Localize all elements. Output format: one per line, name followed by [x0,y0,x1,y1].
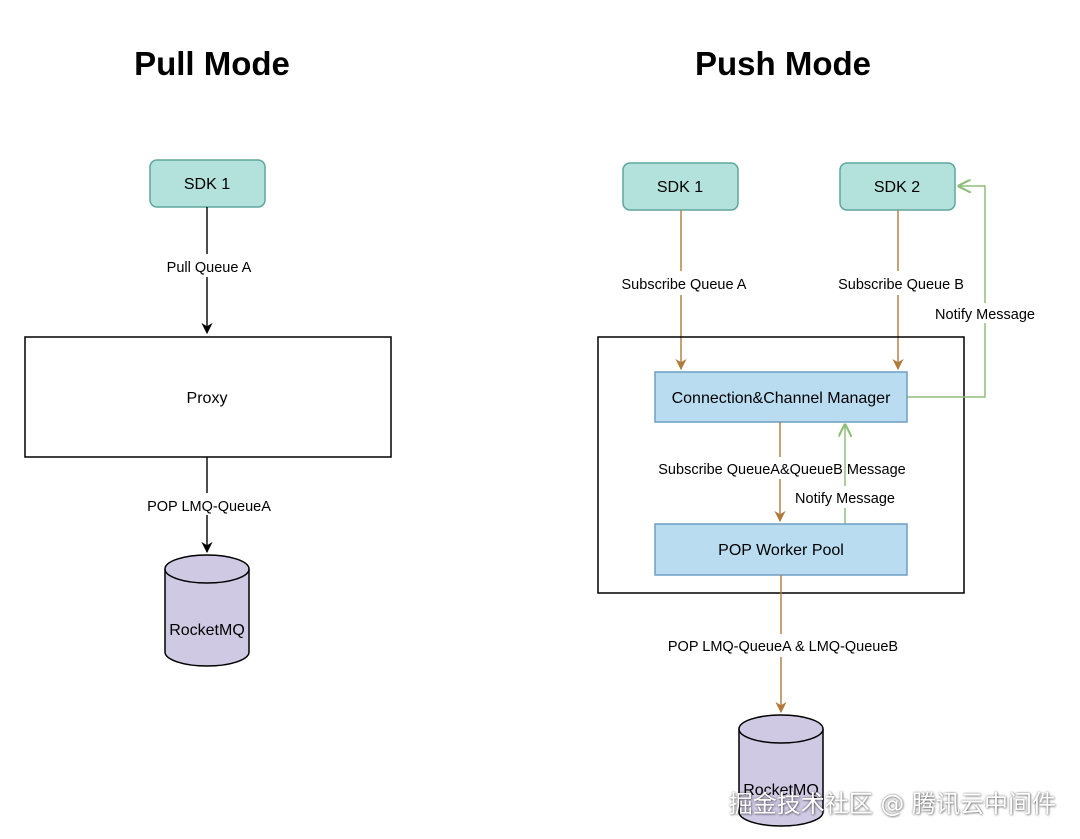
push-sdk2-label: SDK 2 [874,179,920,196]
subscribe-queue-b-label: Subscribe Queue B [838,277,964,293]
pull-mode-title: Pull Mode [134,45,290,82]
proxy-label: Proxy [187,390,228,407]
push-sdk1-node: SDK 1 [622,162,739,211]
pull-queue-edge-label: Pull Queue A [167,260,252,276]
pull-sdk-node: SDK 1 [149,159,266,208]
connection-channel-manager-label: Connection&Channel Manager [672,390,891,407]
push-rocketmq-label: RocketMQ [743,782,819,799]
pull-queue-edge: Pull Queue A [167,207,252,335]
push-mode-title: Push Mode [695,45,871,82]
push-sdk1-label: SDK 1 [657,179,703,196]
subscribe-queue-a-label: Subscribe Queue A [622,277,747,293]
pull-sdk-label: SDK 1 [184,176,230,193]
subscribe-queue-b-edge: Subscribe Queue B [838,210,964,371]
pop-worker-pool-node: POP Worker Pool [654,523,908,576]
pull-pop-edge-label: POP LMQ-QueueA [147,499,271,515]
pull-rocketmq-label: RocketMQ [169,622,245,639]
pop-worker-pool-label: POP Worker Pool [718,542,844,559]
push-pop-edge: POP LMQ-QueueA & LMQ-QueueB [668,575,898,714]
push-pop-edge-label: POP LMQ-QueueA & LMQ-QueueB [668,639,898,655]
subscribe-queue-a-edge: Subscribe Queue A [622,210,747,371]
notify-outer-edge: Notify Message [907,186,1042,398]
watermark-text: 掘金技术社区 @ 腾讯云中间件 [728,790,1056,818]
push-sdk2-node: SDK 2 [839,162,956,211]
notify-inner-edge: Notify Message [795,425,895,524]
notify-outer-label: Notify Message [935,307,1035,323]
subscribe-both-edge: Subscribe QueueA&QueueB Message [658,422,906,523]
notify-inner-label: Notify Message [795,491,895,507]
pull-rocketmq-database: RocketMQ [164,554,250,667]
proxy-node: Proxy [24,336,392,458]
subscribe-both-label: Subscribe QueueA&QueueB Message [658,462,905,478]
push-rocketmq-database: RocketMQ [738,714,824,827]
pull-pop-edge: POP LMQ-QueueA [147,457,271,554]
connection-channel-manager-node: Connection&Channel Manager [654,371,908,423]
